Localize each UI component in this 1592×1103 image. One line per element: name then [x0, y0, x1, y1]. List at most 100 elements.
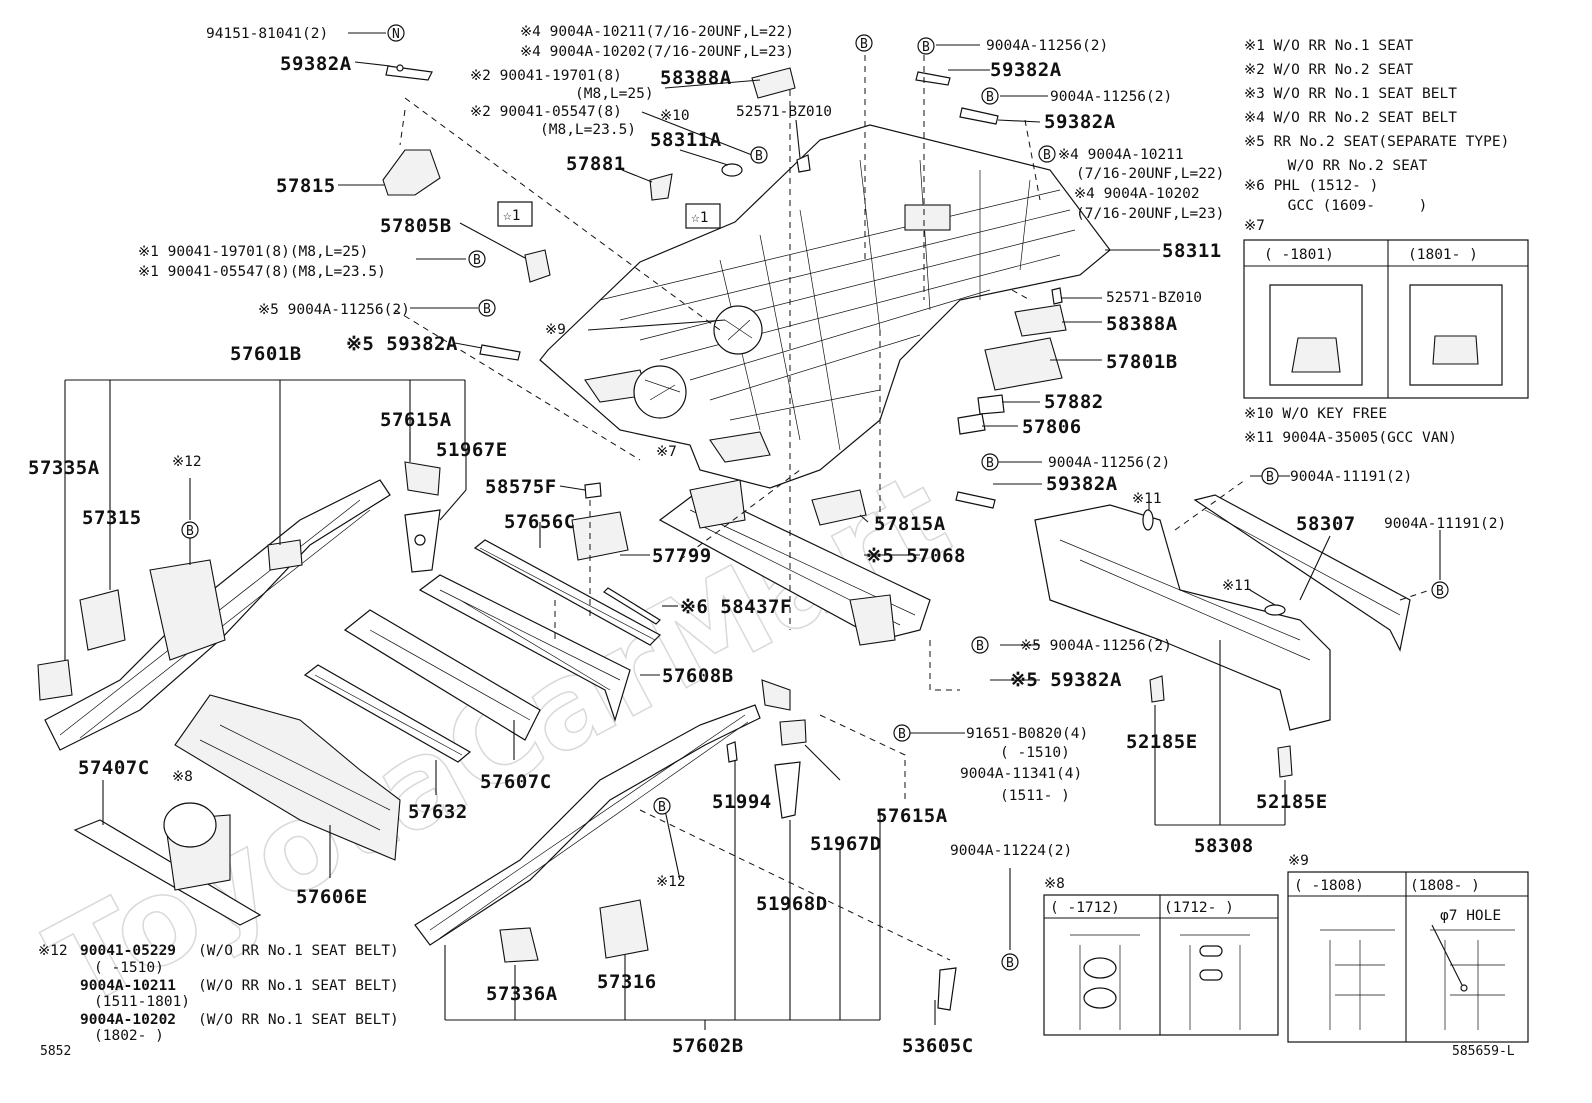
floor-cross-members-drawing	[303, 482, 661, 763]
b-symbol: B	[653, 797, 671, 815]
svg-text:B: B	[483, 302, 491, 317]
note-line: ※7	[1244, 218, 1265, 234]
n-symbol: N	[387, 24, 405, 42]
inset8-label: ※8	[1044, 876, 1065, 892]
b-symbol: B	[1261, 467, 1279, 485]
label-05229-date: ( -1510)	[94, 960, 164, 976]
svg-text:N: N	[392, 27, 400, 42]
label-note4-10211-r-sub: (7/16-20UNF,L=22)	[1076, 166, 1224, 182]
note-line: GCC (1609- )	[1244, 198, 1427, 214]
inset7-col1: ( -1801)	[1264, 247, 1334, 263]
star1-box-a	[497, 201, 533, 227]
label-90041-05229: 90041-05229	[80, 943, 176, 959]
label-57815a: 57815A	[874, 513, 946, 535]
note-line: ※11 9004A-35005(GCC VAN)	[1244, 430, 1457, 446]
label-91651: 91651-B0820(4)	[966, 726, 1088, 742]
label-11256-r1: 9004A-11256(2)	[986, 38, 1108, 54]
label-52185e-a: 52185E	[1126, 731, 1198, 753]
svg-text:B: B	[860, 37, 868, 52]
label-58575f: 58575F	[485, 476, 557, 498]
rear-cross-members-drawing	[73, 694, 401, 926]
label-52571-top: 52571-BZ010	[736, 104, 832, 120]
inset8-col2: (1712- )	[1164, 900, 1234, 916]
label-10211-note: (W/O RR No.1 SEAT BELT)	[198, 978, 399, 994]
label-57407c: 57407C	[78, 757, 150, 779]
inset9-hole-label: φ7 HOLE	[1440, 908, 1501, 924]
label-note4-10202-top: ※4 9004A-10202(7/16-20UNF,L=23)	[520, 44, 794, 60]
label-note12-a: ※12	[38, 943, 68, 959]
label-51968d: 51968D	[756, 893, 828, 915]
inset9-label: ※9	[1288, 853, 1309, 869]
label-58388a-top: 58388A	[660, 67, 732, 89]
star1-box-b	[685, 203, 721, 229]
footnotes-block: ※1 W/O RR No.1 SEAT ※2 W/O RR No.2 SEAT …	[1244, 38, 1509, 446]
b-symbol: B	[1431, 581, 1449, 599]
label-57615a-bot: 57615A	[876, 805, 948, 827]
label-note9: ※9	[545, 322, 566, 338]
b-symbol: B	[981, 87, 999, 105]
label-57801b: 57801B	[1106, 351, 1178, 373]
label-11256-r3: 9004A-11256(2)	[1048, 455, 1170, 471]
dashed-leaders	[394, 55, 1431, 961]
label-58311a: 58311A	[650, 129, 722, 151]
label-51967d: 51967D	[810, 833, 882, 855]
label-note2-19701: ※2 90041-19701(8)	[470, 68, 622, 84]
label-59382a-r2: 59382A	[1044, 111, 1116, 133]
b-symbol: B	[971, 636, 989, 654]
rear-floor-pan-drawing	[539, 124, 1111, 489]
label-note10: ※10	[660, 108, 690, 124]
b-symbol: B	[750, 146, 768, 164]
svg-text:B: B	[986, 90, 994, 105]
label-58307: 58307	[1296, 513, 1356, 535]
label-57656c: 57656C	[504, 511, 576, 533]
inset-note8: ※8 ( -1712) (1712- )	[1043, 876, 1279, 1036]
label-58308: 58308	[1194, 835, 1254, 857]
label-note4-10211-r: ※4 9004A-10211	[1058, 147, 1184, 163]
label-57881: 57881	[566, 153, 626, 175]
brackets-57615a-51967e-drawing	[404, 461, 441, 573]
inset9-col1: ( -1808)	[1294, 878, 1364, 894]
label-52185e-b: 52185E	[1256, 791, 1328, 813]
label-note5-59382a-b: ※5 59382A	[1010, 669, 1122, 691]
b-symbol: B	[1038, 145, 1056, 163]
label-note5-57068: ※5 57068	[866, 545, 966, 567]
label-note4-10202-r-sub: (7/16-20UNF,L=23)	[1076, 206, 1224, 222]
label-05229-note: (W/O RR No.1 SEAT BELT)	[198, 943, 399, 959]
label-11341: 9004A-11341(4)	[960, 766, 1082, 782]
svg-text:B: B	[1266, 470, 1274, 485]
svg-text:B: B	[986, 456, 994, 471]
b-symbol: B	[181, 521, 199, 539]
label-57601b: 57601B	[230, 343, 302, 365]
label-note11-a: ※11	[1132, 491, 1162, 507]
svg-text:B: B	[922, 40, 930, 55]
svg-text:B: B	[755, 149, 763, 164]
label-53605c: 53605C	[902, 1035, 974, 1057]
label-57606e: 57606E	[296, 886, 368, 908]
label-note12-mid: ※12	[656, 874, 686, 890]
svg-text:B: B	[1436, 584, 1444, 599]
side-member-57601b-drawing	[37, 479, 391, 751]
label-note4-10211-top: ※4 9004A-10211(7/16-20UNF,L=22)	[520, 24, 794, 40]
label-11191-r: 9004A-11191(2)	[1384, 516, 1506, 532]
note-line: ※4 W/O RR No.2 SEAT BELT	[1244, 110, 1457, 126]
label-57608b: 57608B	[662, 665, 734, 687]
label-58388a-r: 58388A	[1106, 313, 1178, 335]
label-note7: ※7	[656, 444, 677, 460]
label-note2-19701-sub: (M8,L=25)	[575, 86, 654, 102]
label-57336a: 57336A	[486, 983, 558, 1005]
label-58311: 58311	[1162, 240, 1222, 262]
label-51994: 51994	[712, 791, 772, 813]
leader-lines	[64, 32, 1441, 1030]
label-59382a-r3: 59382A	[1046, 473, 1118, 495]
label-11341-date: (1511- )	[1000, 788, 1070, 804]
label-10211-date: (1511-1801)	[94, 994, 190, 1010]
part-labels: 94151-81041(2) 59382A 57815 57805B ※1 90…	[28, 24, 1515, 1059]
label-57335a: 57335A	[28, 457, 100, 479]
rear-side-assy-58308-drawing	[1034, 494, 1411, 778]
label-57602b: 57602B	[672, 1035, 744, 1057]
svg-text:B: B	[186, 524, 194, 539]
inset-note9: ※9 ( -1808) (1808- ) φ7 HOLE	[1287, 853, 1529, 1043]
label-note2-05547: ※2 90041-05547(8)	[470, 104, 622, 120]
note-line: ※1 W/O RR No.1 SEAT	[1244, 38, 1414, 54]
star1-label-a: ☆1	[503, 208, 520, 224]
